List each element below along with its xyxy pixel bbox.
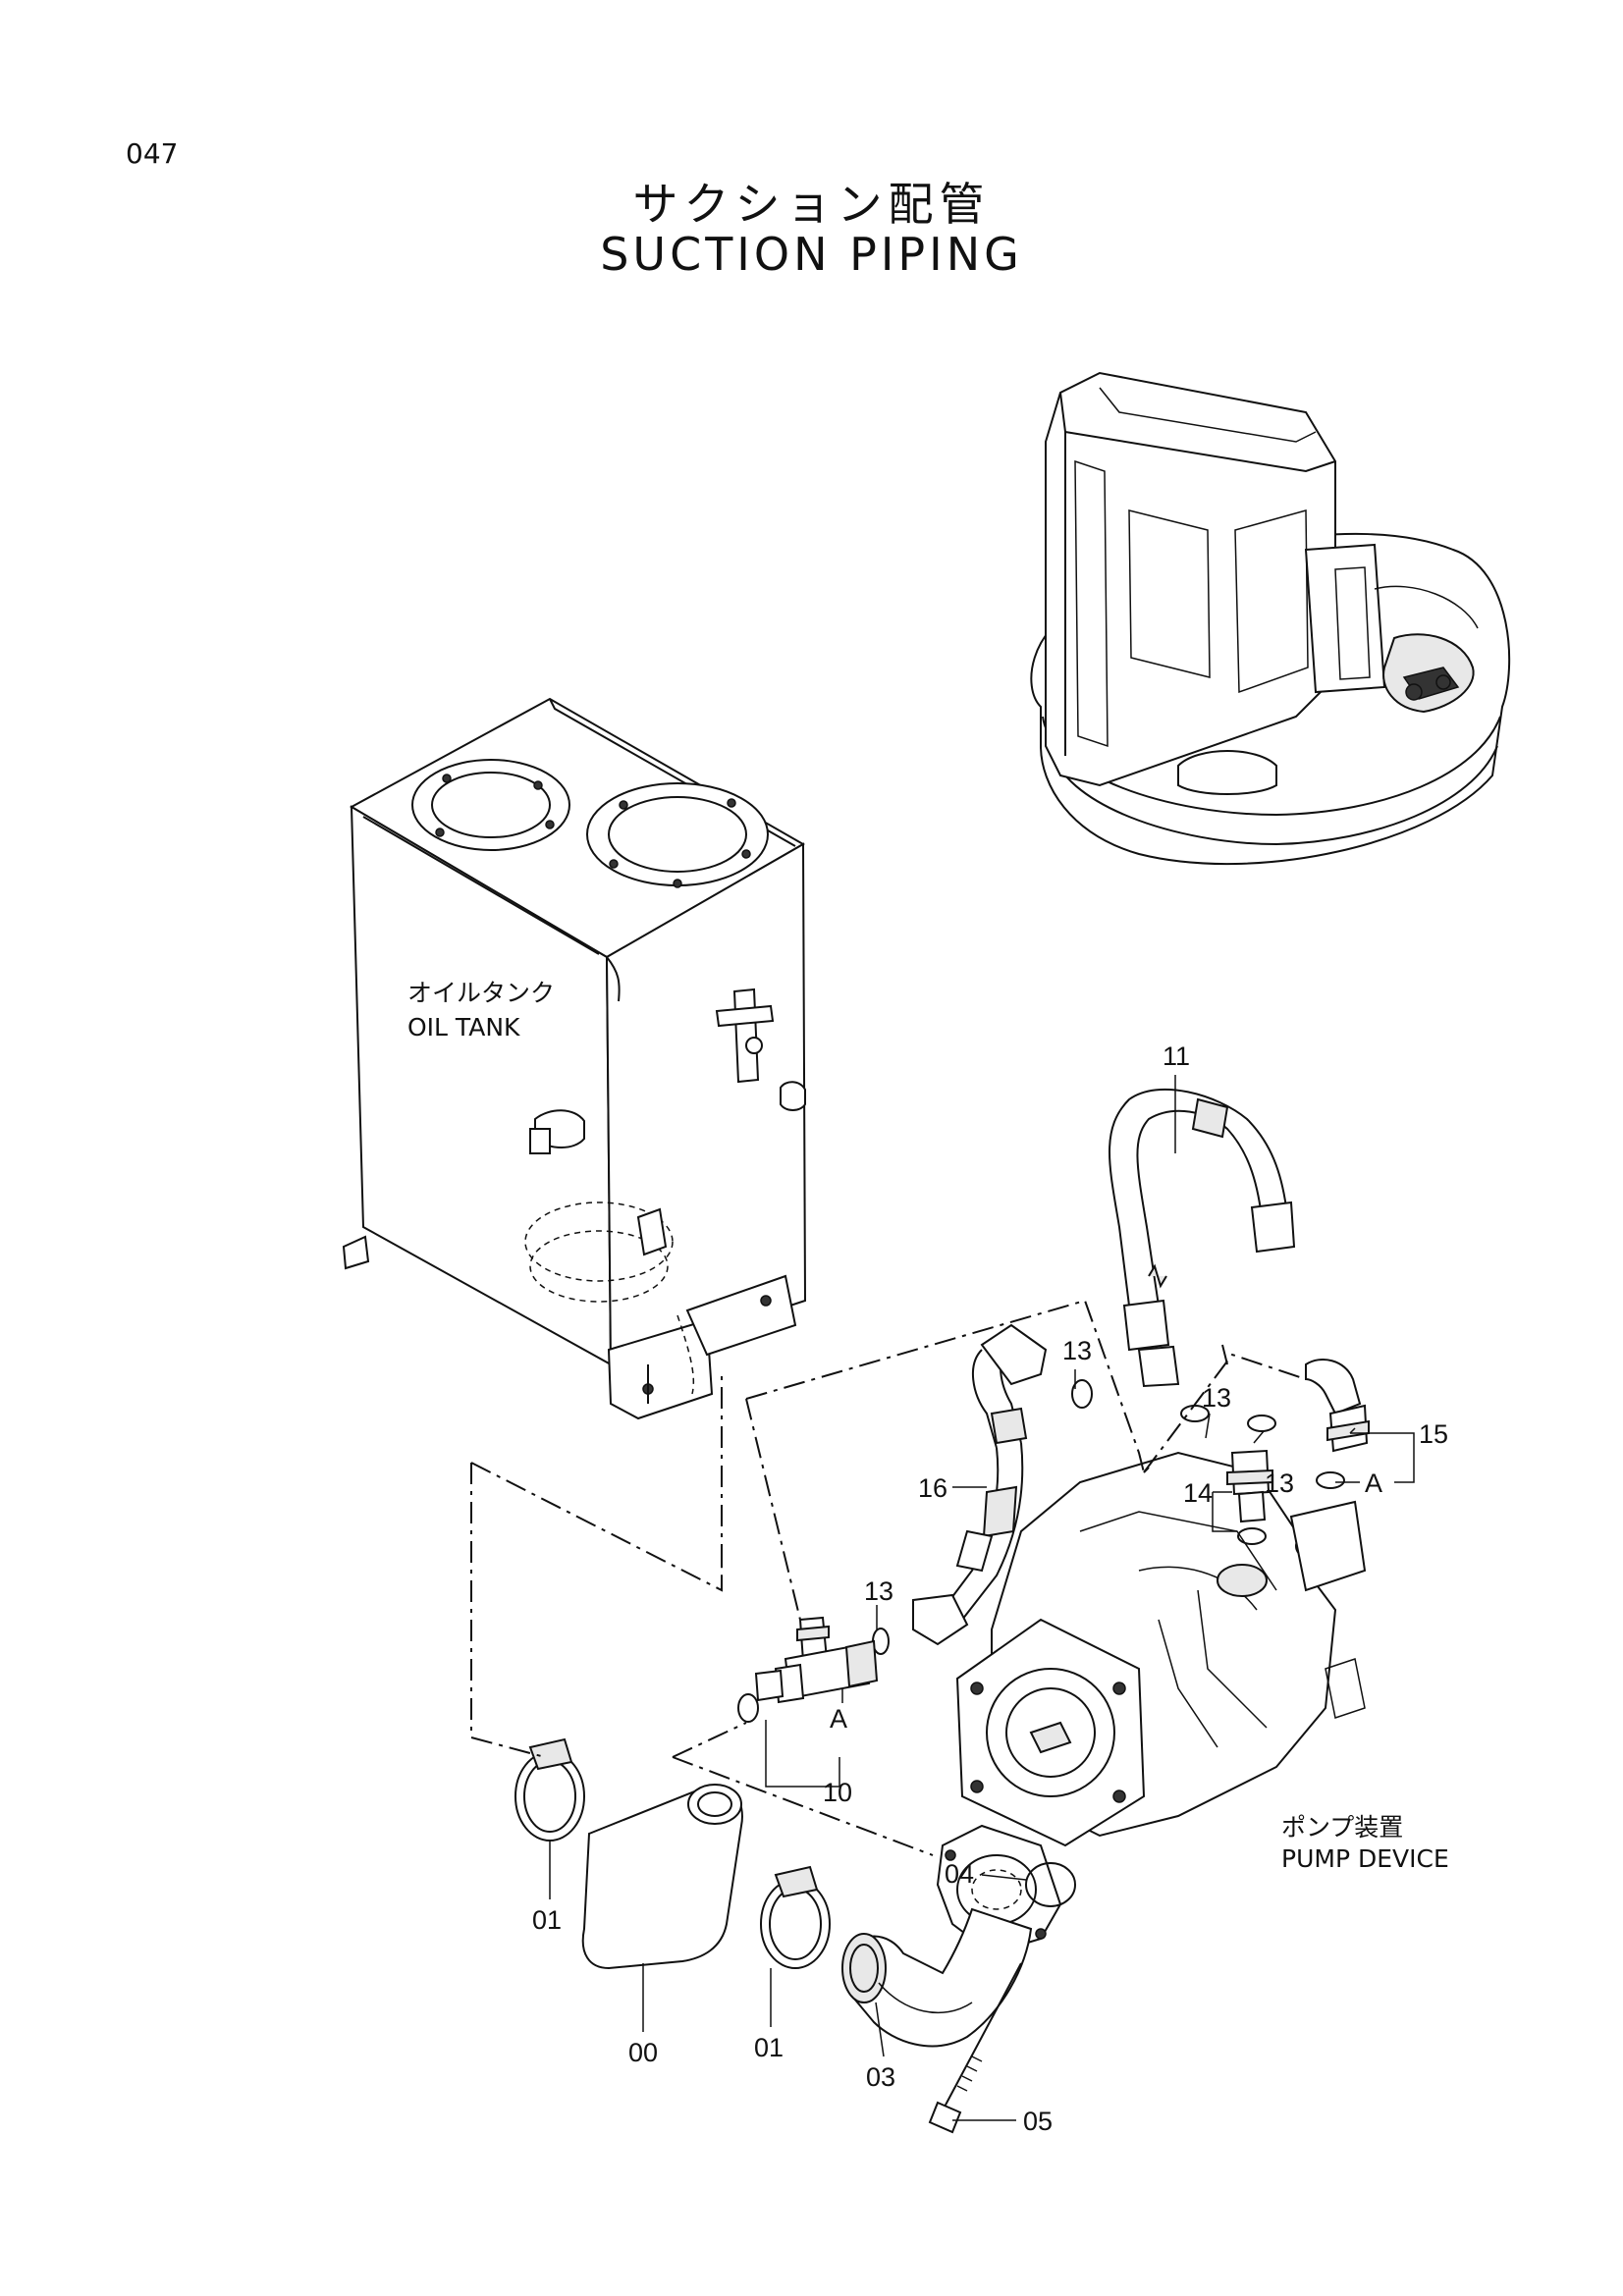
o-ring-part-13 — [1316, 1471, 1345, 1489]
o-ring-part-13 — [1071, 1379, 1093, 1409]
pump-device-illustration — [936, 1451, 1367, 1955]
elbow-part-15 — [1305, 1359, 1370, 1453]
leader-lines — [549, 1075, 1415, 2121]
fitting-part-14 — [1226, 1449, 1273, 1523]
callout-01: 01 — [754, 2033, 784, 2062]
oil-tank-illustration — [342, 697, 807, 1420]
callout-a: A — [830, 1704, 847, 1734]
hose-part-00 — [581, 1784, 743, 1970]
callout-04: 04 — [945, 1859, 974, 1889]
callout-16: 16 — [918, 1473, 947, 1503]
callout-10: 10 — [823, 1778, 852, 1807]
callout-11: 11 — [1163, 1041, 1190, 1071]
callout-05: 05 — [1023, 2107, 1053, 2136]
o-ring-part-13 — [1237, 1527, 1267, 1545]
callout-15: 15 — [1419, 1419, 1448, 1449]
callout-13: 13 — [1265, 1468, 1294, 1498]
hose-part-11 — [1109, 1088, 1296, 1388]
page-title-japanese: サクション配管 — [632, 178, 991, 231]
callout-14: 14 — [1183, 1478, 1213, 1508]
pump-device-label-japanese: ポンプ装置 — [1281, 1813, 1403, 1842]
callout-01: 01 — [532, 1905, 562, 1935]
o-ring-part-04 — [1025, 1862, 1076, 1907]
page-title: SUCTION PIPING — [600, 228, 1023, 281]
hose-clamp-part-01 — [760, 1865, 831, 1969]
bolt-part-05 — [928, 1962, 1022, 2134]
callout-00: 00 — [628, 2038, 658, 2067]
callout-a: A — [1365, 1468, 1382, 1498]
callout-13: 13 — [1062, 1336, 1092, 1365]
excavator-overview-illustration — [1030, 371, 1511, 866]
callout-13: 13 — [1202, 1383, 1231, 1413]
oil-tank-label-japanese: オイルタンク — [407, 979, 555, 1007]
callout-13: 13 — [864, 1576, 893, 1606]
connection-lines — [470, 1299, 1307, 1856]
page-number: 047 — [126, 137, 179, 170]
pump-device-label: PUMP DEVICE — [1281, 1844, 1449, 1873]
o-ring-part-13 — [737, 1693, 759, 1723]
hose-part-16 — [912, 1323, 1048, 1646]
o-ring-part-13 — [1247, 1415, 1276, 1432]
oil-tank-label: OIL TANK — [407, 1013, 520, 1041]
hose-clamp-part-01 — [514, 1737, 585, 1842]
tee-fitting-part-10 — [754, 1616, 879, 1704]
callout-03: 03 — [866, 2062, 895, 2092]
elbow-pipe-part-03 — [841, 1907, 1033, 2048]
